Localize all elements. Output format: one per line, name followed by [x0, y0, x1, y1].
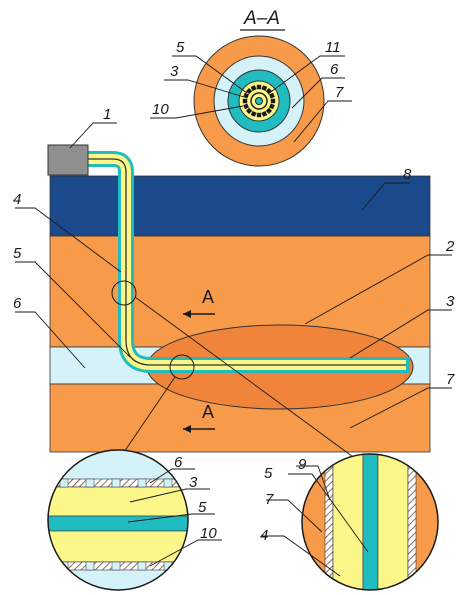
detail-v-label-7: 7	[265, 491, 274, 508]
detail-v-casing-left	[332, 454, 364, 590]
section-perforations	[242, 84, 276, 118]
section-label-6: 6	[330, 61, 339, 78]
perforation-segment	[269, 103, 275, 110]
perforation-hole	[163, 478, 173, 488]
perforation-hole	[137, 478, 147, 488]
section-title: A–A	[243, 8, 280, 29]
label-1: 1	[103, 106, 111, 123]
perforation-hole	[111, 561, 121, 571]
label-5: 5	[13, 245, 22, 262]
section-mark-lower: A	[202, 402, 214, 422]
layer-8-top-rock	[49, 175, 431, 237]
detail-horizontal-border	[47, 449, 189, 591]
perforation-segment	[243, 103, 249, 110]
detail-v-leaders	[262, 465, 369, 577]
section-leaders	[150, 55, 352, 143]
perforation-segment	[243, 92, 249, 99]
label-6: 6	[13, 295, 22, 312]
detail-h-tubing	[48, 515, 188, 532]
perforation-hole	[85, 561, 95, 571]
perforation-segment	[250, 85, 257, 91]
detail-h-leaders	[127, 468, 222, 567]
perforation-hole	[59, 478, 69, 488]
section-label-10: 10	[152, 101, 169, 118]
perforation-hole	[111, 478, 121, 488]
detail-h-label-3: 3	[189, 474, 198, 491]
label-3: 3	[446, 293, 455, 310]
cross-section	[193, 35, 325, 167]
perforation-segment	[269, 92, 275, 99]
detail-vertical	[302, 454, 438, 590]
label-7: 7	[446, 371, 455, 388]
section-arrowhead-upper	[183, 310, 191, 318]
detail-marker-vertical	[111, 280, 137, 306]
detail-h-label-6: 6	[174, 454, 183, 471]
detail-h-label-10: 10	[200, 525, 217, 542]
detail-h-casing-bottom	[48, 530, 188, 563]
perforation-hole	[137, 561, 147, 571]
perforation-hole	[85, 478, 95, 488]
section-label-5: 5	[176, 39, 185, 56]
detail-marker-horizontal	[169, 354, 195, 380]
detail-v-label-9: 9	[298, 456, 307, 473]
perforation-segment	[245, 107, 253, 115]
main-leaders	[15, 122, 452, 463]
section-label-3: 3	[170, 63, 179, 80]
detail-h-perf-gaps-top	[59, 478, 173, 488]
section-label-11: 11	[325, 39, 341, 56]
section-arrowhead-lower	[183, 425, 191, 433]
section-label-7: 7	[335, 84, 344, 101]
detail-vertical-border	[301, 453, 439, 591]
detail-v-casing-right	[377, 454, 409, 590]
wellhead-1	[47, 144, 89, 176]
section-tubing-bore	[255, 97, 263, 105]
detail-v-tubing	[362, 454, 379, 590]
detail-h-label-5: 5	[198, 499, 207, 516]
detail-v-label-5: 5	[264, 465, 273, 482]
perforation-segment	[245, 87, 253, 95]
detail-v-label-4: 4	[260, 527, 268, 544]
perforation-segment	[256, 112, 262, 118]
well-tubing	[88, 158, 406, 366]
label-4: 4	[13, 191, 21, 208]
formation-layers	[49, 175, 431, 453]
label-2: 2	[445, 238, 455, 255]
perforation-segment	[242, 98, 248, 104]
perforation-segment	[261, 85, 268, 91]
perforation-segment	[256, 84, 262, 90]
perforation-segment	[261, 111, 268, 117]
section-mark-upper: A	[202, 287, 214, 307]
perforation-segment	[250, 111, 257, 117]
label-8: 8	[403, 166, 412, 183]
detail-v-hatch-right	[407, 454, 417, 590]
perforation-segment	[270, 98, 276, 104]
